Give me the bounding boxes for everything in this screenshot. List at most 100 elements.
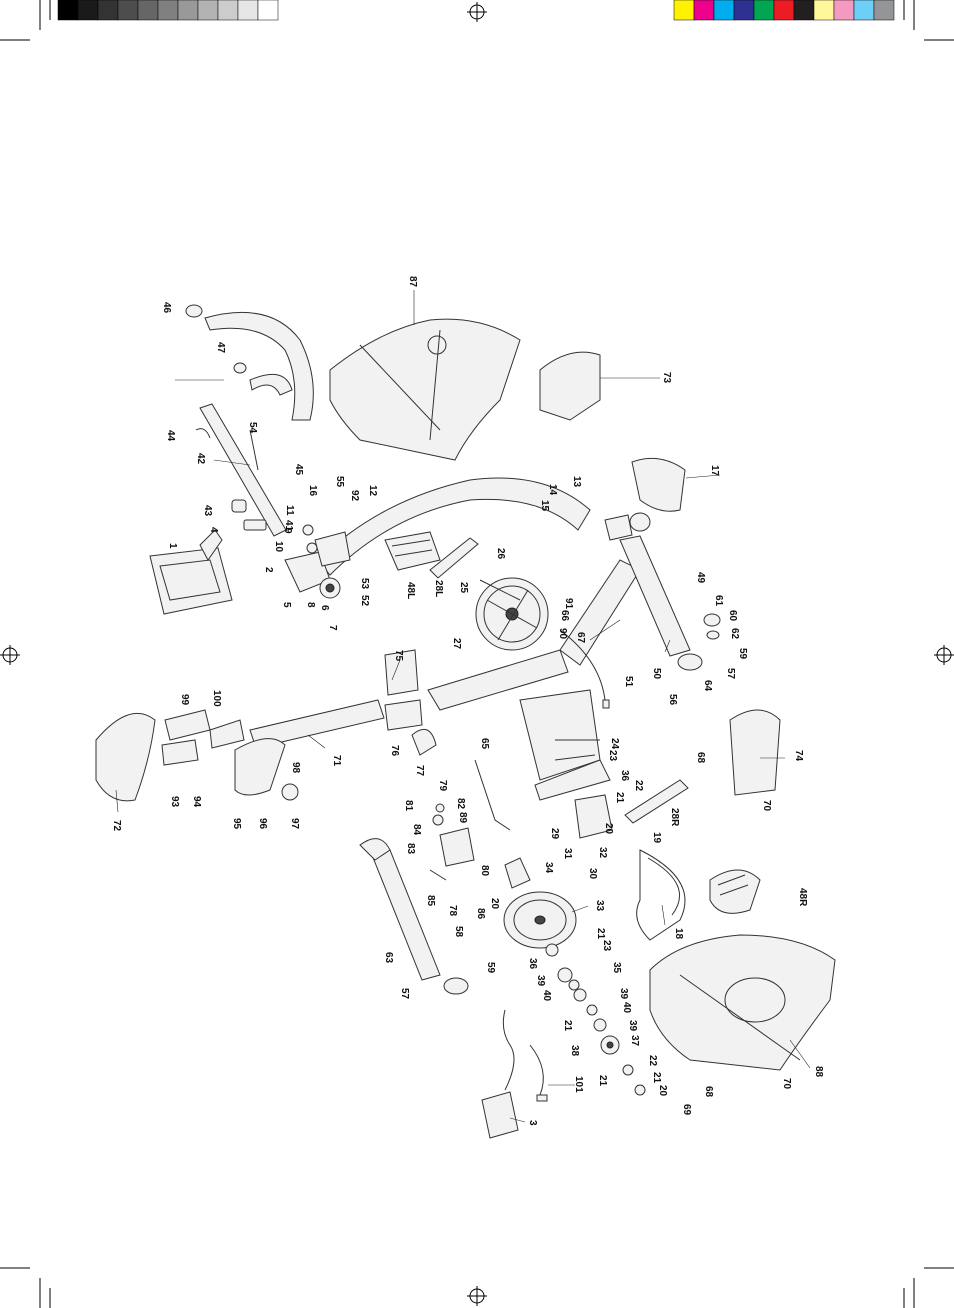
registration-mark-right xyxy=(934,645,954,665)
color-swatch xyxy=(693,0,715,21)
callout: 54 xyxy=(247,422,258,434)
handlebar xyxy=(204,311,314,421)
callout: 28L xyxy=(433,580,444,597)
callout: 87 xyxy=(407,276,418,288)
color-swatch xyxy=(753,0,775,21)
callout: 93 xyxy=(169,796,180,808)
callout: 48L xyxy=(405,582,416,599)
callout: 89 xyxy=(457,812,468,824)
callout: 90 xyxy=(557,628,568,640)
callout: 26 xyxy=(495,548,506,560)
callout: 57 xyxy=(725,668,736,680)
console xyxy=(149,547,233,615)
main-frame-tube xyxy=(317,477,591,576)
callout: 36 xyxy=(619,770,630,782)
callout: 33 xyxy=(594,900,605,912)
callout: 15 xyxy=(539,500,550,512)
color-swatch xyxy=(97,0,119,21)
callout: 17 xyxy=(709,465,720,477)
callout: 39 xyxy=(627,1020,638,1032)
callout: 11 xyxy=(284,505,295,516)
callout: 74 xyxy=(793,750,804,762)
callout: 56 xyxy=(667,694,678,706)
callout: 81 xyxy=(403,800,414,812)
callout: 1 xyxy=(167,543,178,549)
callout: 46 xyxy=(161,302,172,314)
front-stabilizer xyxy=(371,849,441,981)
callout: 85 xyxy=(425,895,436,907)
color-swatch xyxy=(57,0,79,21)
callout: 42 xyxy=(195,453,206,465)
callout: 51 xyxy=(623,676,634,688)
callout: 65 xyxy=(479,738,490,750)
callout: 61 xyxy=(713,595,724,607)
callout: 50 xyxy=(651,668,662,680)
callout: 75 xyxy=(393,650,404,662)
color-swatch xyxy=(237,0,259,21)
color-swatch xyxy=(77,0,99,21)
cover-73 xyxy=(539,351,601,421)
leader-lines xyxy=(115,290,811,1123)
callout: 40 xyxy=(541,990,552,1002)
callout: 58 xyxy=(453,926,464,938)
callout: 48R xyxy=(797,888,808,907)
color-swatch xyxy=(217,0,239,21)
callout: 4 xyxy=(208,527,219,533)
callout: 40 xyxy=(621,1002,632,1014)
callout: 82 xyxy=(455,798,466,810)
callout: 25 xyxy=(458,582,469,594)
drive-belt xyxy=(636,849,686,941)
callout: 57 xyxy=(399,988,410,1000)
callout: 9 xyxy=(282,528,293,534)
color-swatch xyxy=(833,0,855,21)
callout: 66 xyxy=(559,610,570,622)
callout: 8 xyxy=(305,602,316,608)
callout: 12 xyxy=(367,485,378,497)
callout: 59 xyxy=(485,962,496,974)
callout: 99 xyxy=(179,694,190,706)
callout: 63 xyxy=(383,952,394,964)
callout: 27 xyxy=(451,638,462,650)
callout: 60 xyxy=(727,610,738,622)
callout: 22 xyxy=(633,780,644,792)
callout: 64 xyxy=(702,680,713,692)
callout: 39 xyxy=(618,988,629,1000)
callout: 69 xyxy=(681,1104,692,1116)
callout: 43 xyxy=(202,505,213,517)
color-swatch xyxy=(773,0,795,21)
callout-labels: 1 2 3 4 5 6 7 8 9 10 11 12 13 14 15 16 1… xyxy=(111,276,824,1126)
callout: 67 xyxy=(575,632,586,644)
callout: 21 xyxy=(651,1072,662,1084)
registration-mark-bottom xyxy=(467,1286,487,1306)
callout: 7 xyxy=(327,625,338,631)
color-swatch xyxy=(873,0,895,21)
color-swatch xyxy=(813,0,835,21)
callout: 68 xyxy=(695,752,706,764)
callout: 70 xyxy=(761,800,772,812)
callout: 20 xyxy=(657,1085,668,1097)
parts-drawing xyxy=(95,304,836,1139)
callout: 16 xyxy=(307,485,318,497)
callout: 23 xyxy=(607,750,618,762)
seat xyxy=(95,712,156,802)
callout: 31 xyxy=(562,848,573,860)
callout: 24 xyxy=(609,738,620,750)
callout: 83 xyxy=(405,843,416,855)
cover-17 xyxy=(631,457,686,512)
callout: 92 xyxy=(349,490,360,502)
callout: 35 xyxy=(611,962,622,974)
frame-65 xyxy=(427,649,569,711)
callout: 38 xyxy=(569,1045,580,1057)
callout: 71 xyxy=(331,755,342,767)
callout: 5 xyxy=(281,602,292,608)
callout: 32 xyxy=(597,847,608,859)
callout: 68 xyxy=(703,1086,714,1098)
callout: 44 xyxy=(165,430,176,442)
color-swatch xyxy=(733,0,755,21)
callout: 21 xyxy=(614,792,625,804)
rear-cover-87 xyxy=(329,318,521,461)
color-swatch xyxy=(177,0,199,21)
callout: 77 xyxy=(414,765,425,777)
callout: 21 xyxy=(595,928,606,940)
